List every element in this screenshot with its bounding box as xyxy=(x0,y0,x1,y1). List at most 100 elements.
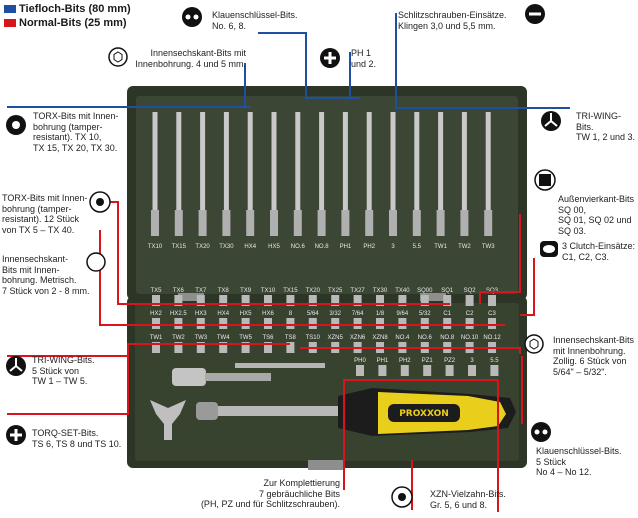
short-bit: 8 xyxy=(286,311,295,329)
short-bit-label: TW5 xyxy=(239,335,252,341)
square-icon xyxy=(534,169,556,191)
long-bit-hex xyxy=(365,210,374,236)
short-bit-label: TX30 xyxy=(373,288,388,294)
hex-icon xyxy=(86,252,106,272)
short-bit-body xyxy=(353,295,362,306)
torx-icon xyxy=(6,115,26,135)
long-bit-shaft xyxy=(438,112,444,212)
short-bit-body xyxy=(488,318,496,329)
long-bit: TW1 xyxy=(434,112,448,250)
short-bit-body xyxy=(241,295,250,306)
short-bit-label: PZ1 xyxy=(422,358,434,364)
long-bit-label: TW1 xyxy=(434,244,447,250)
short-bit-body xyxy=(376,318,384,329)
short-bit-label: C3 xyxy=(488,311,496,317)
long-bit-shaft xyxy=(271,112,277,212)
short-bit-label: TX27 xyxy=(350,288,365,294)
long-bit: TX30 xyxy=(219,112,234,250)
short-bit: TX40 xyxy=(395,288,410,306)
long-bit-hex xyxy=(198,210,207,236)
long-bit: NO.6 xyxy=(291,112,306,250)
legend-long: Tiefloch-Bits (80 mm) xyxy=(4,3,131,16)
short-bit: TX20 xyxy=(306,288,321,306)
long-bit-hex xyxy=(270,210,278,236)
short-bit: HX6 xyxy=(262,311,274,329)
short-bit-label: XZN5 xyxy=(328,335,344,341)
brand-plate xyxy=(388,404,460,422)
short-bit-body xyxy=(398,295,407,306)
label-klauen-bottom: Klauenschlüssel-Bits. 5 Stück No 4 – No … xyxy=(536,446,622,477)
hinge-left xyxy=(178,293,204,301)
short-bit: HX2 xyxy=(150,311,162,329)
short-bit-label: HX3 xyxy=(195,311,207,317)
y-wrench xyxy=(150,400,186,440)
short-bit-label: NO.12 xyxy=(483,335,501,341)
short-bit: 3 xyxy=(468,358,476,376)
short-bit-label: 5/32 xyxy=(419,311,431,317)
short-bit: TX25 xyxy=(328,288,343,306)
long-bit: 3 xyxy=(389,112,397,250)
short-bit-label: TX5 xyxy=(150,288,162,294)
short-bit-body xyxy=(308,318,317,329)
long-bit: 5.5 xyxy=(413,112,422,250)
short-bit-label: 1/8 xyxy=(376,311,385,317)
ratchet-head xyxy=(196,402,218,420)
label-innen-metric: Innensechskant- Bits mit Innen- bohrung.… xyxy=(2,254,90,296)
claw-bottom-icon xyxy=(531,422,551,442)
short-bit-body xyxy=(174,342,183,353)
short-bit-body xyxy=(264,295,272,306)
long-bit: TX10 xyxy=(148,112,163,250)
short-bit-body xyxy=(286,342,295,353)
torq-icon xyxy=(6,425,26,445)
short-bit-body xyxy=(398,318,407,329)
short-bit: TW5 xyxy=(239,335,253,353)
short-bit: PH2 xyxy=(399,358,411,376)
short-bit-label: 3/32 xyxy=(329,311,341,317)
short-bit-label: TX6 xyxy=(173,288,185,294)
long-bit-hex xyxy=(222,210,231,236)
long-bit-label: PH1 xyxy=(340,244,352,250)
short-bit-body xyxy=(465,318,474,329)
label-clutch: 3 Clutch-Einsätze: C1, C2, C3. xyxy=(562,241,636,262)
short-bit-body xyxy=(376,295,384,306)
short-bit-body xyxy=(443,318,452,329)
xzn-icon xyxy=(391,486,413,508)
short-bit-body xyxy=(468,365,476,376)
long-bit-label: NO.6 xyxy=(291,244,306,250)
long-bit-label: TW3 xyxy=(482,244,495,250)
short-bit-label: XZN6 xyxy=(350,335,366,341)
short-bit-label: TW2 xyxy=(172,335,185,341)
short-bit-body xyxy=(423,365,432,376)
legend-normal-swatch xyxy=(4,19,16,28)
long-bit: TW2 xyxy=(458,112,471,250)
long-bit-hex xyxy=(246,210,255,236)
claw-icon xyxy=(182,7,202,27)
short-bit: TX7 xyxy=(195,288,207,306)
short-bit-label: 5/64 xyxy=(307,311,319,317)
long-bit-shaft xyxy=(247,112,253,212)
short-bit: C1 xyxy=(443,311,452,329)
short-bit: PZ2 xyxy=(444,358,456,376)
short-bit: C3 xyxy=(488,311,496,329)
bit-holder-adapter xyxy=(172,368,206,386)
short-bit-body xyxy=(174,318,183,329)
slot-icon xyxy=(525,4,545,24)
label-torq: TORQ-SET-Bits. TS 6, TS 8 und TS 10. xyxy=(32,428,122,449)
long-bit: HX5 xyxy=(268,112,280,250)
hinge-right xyxy=(420,293,446,301)
short-bit-label: 5.5 xyxy=(490,358,499,364)
label-tri-wing-top: TRI-WING-Bits. TW 1, 2 und 3. xyxy=(576,111,636,142)
long-bit-shaft xyxy=(200,112,206,212)
short-bit-body xyxy=(219,318,228,329)
phillips-icon xyxy=(320,48,340,68)
short-bit: SQ1 xyxy=(441,288,454,306)
short-bit-body xyxy=(196,318,205,329)
label-innen-top: Innensechskant-Bits mit Innenbohrung. 4 … xyxy=(135,48,246,69)
brand-name: PROXXON xyxy=(399,409,449,419)
short-bit: HX3 xyxy=(195,311,207,329)
label-klauen-top: Klauenschlüssel-Bits. No. 6, 8. xyxy=(212,10,298,31)
short-bit-label: NO.4 xyxy=(395,335,410,341)
short-bit: HX2.5 xyxy=(170,311,187,329)
short-bit-label: NO.8 xyxy=(440,335,455,341)
